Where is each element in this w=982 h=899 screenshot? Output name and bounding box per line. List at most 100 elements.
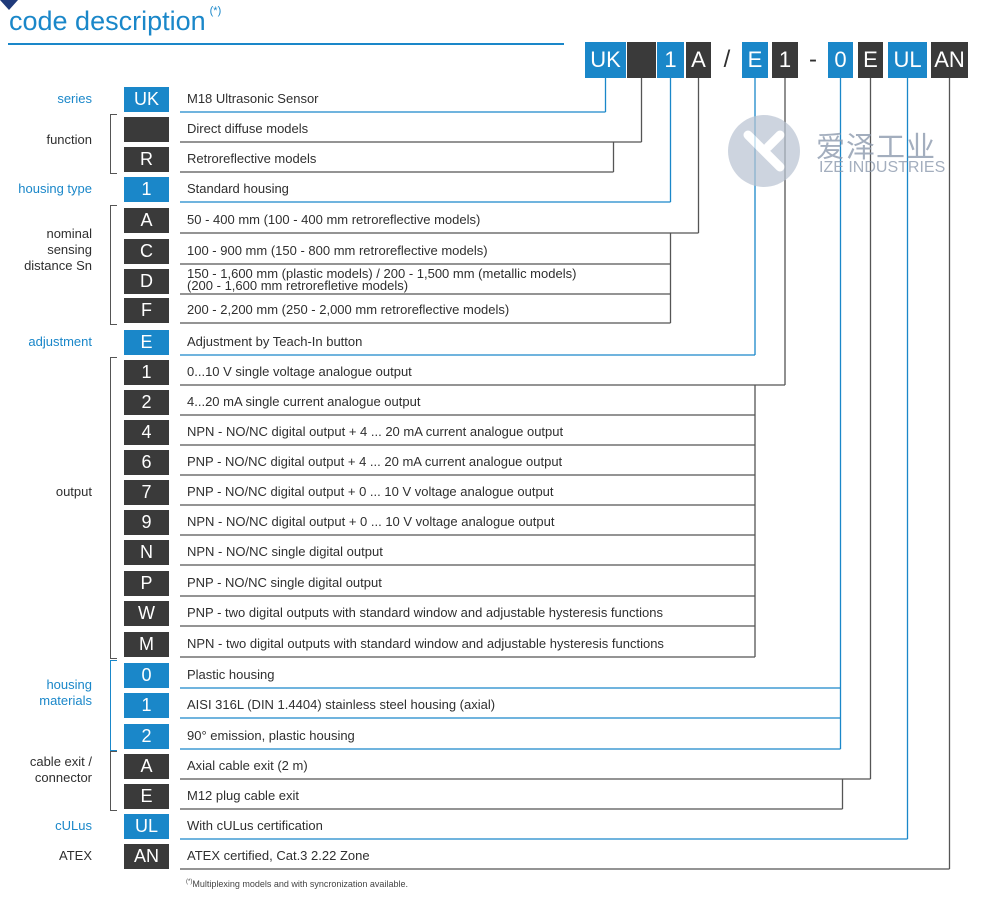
code-box: 0	[124, 663, 169, 688]
description-line: 150 - 1,600 mm (plastic models) / 200 - …	[187, 266, 577, 281]
code-description: 0...10 V single voltage analogue output	[187, 364, 412, 379]
group-bracket	[110, 751, 117, 811]
code-box: 2	[124, 390, 169, 415]
code-box: AN	[124, 844, 169, 869]
code-description: NPN - NO/NC digital output + 0 ... 10 V …	[187, 514, 555, 529]
code-description: NPN - NO/NC digital output + 4 ... 20 mA…	[187, 424, 564, 439]
code-box: 1	[124, 693, 169, 718]
code-box: 7	[124, 480, 169, 505]
group-label-line: output	[55, 484, 92, 499]
description-line: (200 - 1,600 mm retrorefletive models)	[187, 278, 409, 293]
code-box: N	[124, 540, 169, 565]
code-box: A	[124, 754, 169, 779]
header-code-segment: 1	[772, 42, 798, 78]
group-bracket	[110, 114, 117, 174]
watermark-en: IZE INDUSTRIES	[819, 159, 946, 176]
code-description: NPN - two digital outputs with standard …	[187, 636, 664, 651]
header-code-segment: A	[686, 42, 711, 78]
group-bracket	[110, 660, 117, 751]
code-description: 150 - 1,600 mm (plastic models) / 200 - …	[187, 266, 577, 293]
group-label-line: function	[46, 132, 92, 147]
group-label-line: series	[57, 91, 92, 106]
code-box	[124, 117, 169, 142]
header-code-segment	[627, 42, 656, 78]
footnote: (*)Multiplexing models and with syncroni…	[186, 879, 408, 889]
code-description: 50 - 400 mm (100 - 400 mm retroreflectiv…	[187, 212, 481, 227]
group-bracket	[110, 357, 117, 659]
group-label-line: cable exit /	[29, 754, 92, 769]
header-code-segment: E	[858, 42, 883, 78]
group-label: cULus	[55, 818, 92, 834]
group-label: adjustment	[28, 334, 92, 350]
header-code-segment: AN	[931, 42, 968, 78]
code-box: D	[124, 269, 169, 294]
group-label-line: housing	[46, 677, 92, 692]
code-description: PNP - two digital outputs with standard …	[187, 605, 663, 620]
code-box: UL	[124, 814, 169, 839]
group-label: function	[46, 132, 92, 148]
code-box: R	[124, 147, 169, 172]
group-label: series	[57, 91, 92, 107]
header-code-segment: UL	[888, 42, 927, 78]
code-box: UK	[124, 87, 169, 112]
code-box: C	[124, 239, 169, 264]
code-description: 90° emission, plastic housing	[187, 728, 355, 743]
header-code-segment: 1	[657, 42, 684, 78]
title-footnote-mark: (*)	[209, 5, 222, 17]
header-code-segment: 0	[828, 42, 853, 78]
group-label: housing type	[18, 181, 92, 197]
code-box: P	[124, 571, 169, 596]
header-separator: -	[809, 46, 817, 73]
group-label: cable exit /connector	[30, 754, 92, 786]
code-box: 1	[124, 360, 169, 385]
group-label: ATEX	[59, 848, 92, 864]
code-box: 9	[124, 510, 169, 535]
group-label-line: ATEX	[59, 848, 92, 863]
group-label-line: housing type	[18, 181, 92, 196]
code-box: A	[124, 208, 169, 233]
code-description: With cULus certification	[187, 818, 323, 833]
code-description: Direct diffuse models	[187, 121, 309, 136]
code-box: M	[124, 632, 169, 657]
code-box: 4	[124, 420, 169, 445]
code-box: E	[124, 784, 169, 809]
code-description: 200 - 2,200 mm (250 - 2,000 mm retrorefl…	[187, 302, 510, 317]
code-description: Axial cable exit (2 m)	[187, 758, 308, 773]
code-box: F	[124, 298, 169, 323]
code-description: Adjustment by Teach-In button	[187, 334, 363, 349]
code-description: AISI 316L (DIN 1.4404) stainless steel h…	[187, 697, 496, 712]
code-description: PNP - NO/NC digital output + 0 ... 10 V …	[187, 484, 554, 499]
header-code-segment: UK	[585, 42, 626, 78]
header-separator: /	[723, 46, 731, 73]
group-label-line: distance Sn	[24, 258, 92, 273]
code-description: PNP - NO/NC digital output + 4 ... 20 mA…	[187, 454, 563, 469]
code-description: Retroreflective models	[187, 151, 317, 166]
group-label: output	[56, 484, 92, 500]
code-description: 100 - 900 mm (150 - 800 mm retroreflecti…	[187, 243, 488, 258]
group-bracket	[110, 205, 117, 325]
code-description: Plastic housing	[187, 667, 275, 682]
page-title: code description(*)	[9, 5, 222, 37]
code-description: Standard housing	[187, 181, 289, 196]
code-description: NPN - NO/NC single digital output	[187, 544, 383, 559]
ize-logo-icon	[728, 115, 800, 187]
code-description: M12 plug cable exit	[187, 788, 300, 803]
code-box: 2	[124, 724, 169, 749]
header-code-segment: E	[742, 42, 768, 78]
corner-marker	[0, 0, 18, 10]
code-description: M18 Ultrasonic Sensor	[187, 91, 319, 106]
watermark-cn: 爱泽工业	[816, 132, 937, 164]
group-label-line: cULus	[55, 818, 92, 833]
code-box: W	[124, 601, 169, 626]
title-text: code description	[9, 6, 206, 36]
code-description: ATEX certified, Cat.3 2.22 Zone	[187, 848, 370, 863]
code-description: PNP - NO/NC single digital output	[187, 575, 382, 590]
code-box: 6	[124, 450, 169, 475]
footnote-text: Multiplexing models and with syncronizat…	[192, 879, 408, 889]
title-underline	[8, 43, 564, 45]
group-label-line: nominal	[46, 226, 92, 241]
code-box: 1	[124, 177, 169, 202]
code-description: 4...20 mA single current analogue output	[187, 394, 421, 409]
